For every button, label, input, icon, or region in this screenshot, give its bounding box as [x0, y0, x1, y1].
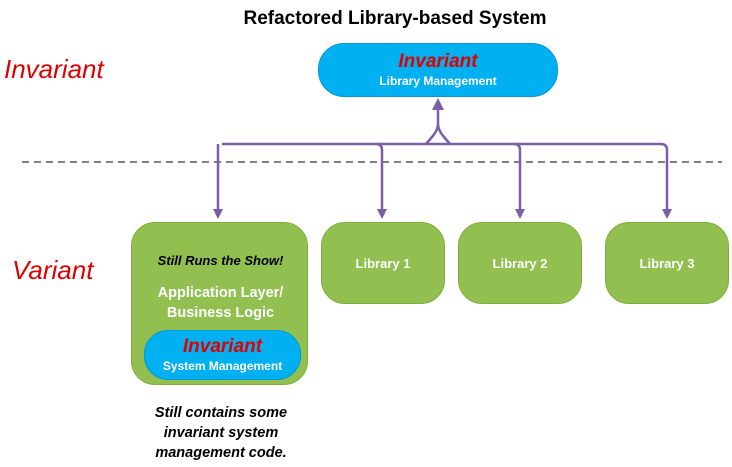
footnote-line-2: invariant system	[163, 425, 279, 441]
app-layer-line-1: Application Layer/	[157, 285, 284, 301]
application-layer-box: Still Runs the Show! Application Layer/ …	[131, 222, 308, 385]
connector-to-library-1	[375, 142, 387, 219]
connector-to-library-2	[513, 142, 525, 219]
library-3-label: Library 3	[639, 255, 695, 271]
app-tagline: Still Runs the Show!	[157, 253, 284, 268]
top-box-heading: Invariant	[398, 51, 478, 72]
library-3-box: Library 3	[605, 222, 729, 304]
library-2-label: Library 2	[492, 255, 548, 271]
inner-box-heading: Invariant	[182, 336, 263, 357]
app-layer-line-2: Business Logic	[166, 305, 275, 321]
library-management-box: Invariant Library Management	[318, 43, 558, 97]
system-management-box: Invariant System Management	[144, 330, 301, 380]
library-1-label: Library 1	[355, 255, 411, 271]
up-arrow-head	[432, 98, 444, 110]
inner-box-subtitle: System Management	[162, 359, 283, 373]
top-box-subtitle: Library Management	[379, 74, 497, 88]
diagram-title: Refactored Library-based System	[243, 8, 547, 29]
connector-trunk-right	[436, 123, 451, 145]
footnote-line-1: Still contains some	[154, 405, 288, 421]
library-2-box: Library 2	[458, 222, 582, 304]
library-1-box: Library 1	[321, 222, 445, 304]
connector-to-library-3	[660, 142, 672, 219]
footnote-line-3: management code.	[155, 445, 287, 461]
invariant-side-label: Invariant	[4, 54, 104, 84]
footnote: Still contains some invariant system man…	[121, 403, 321, 463]
variant-side-label: Variant	[12, 255, 94, 285]
